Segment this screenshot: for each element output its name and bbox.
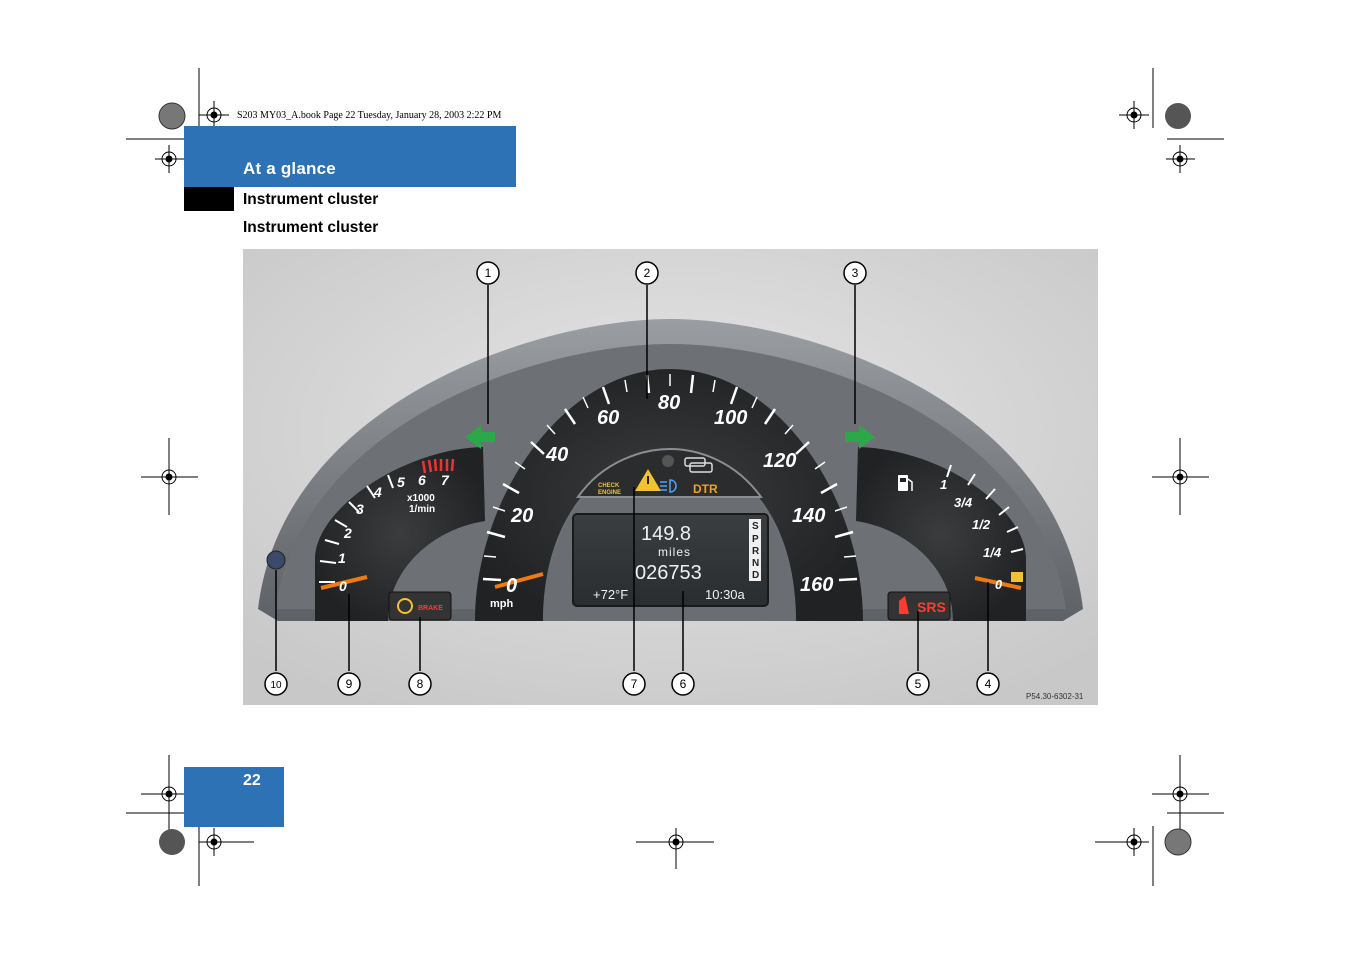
section-subtitle: Instrument cluster (243, 191, 378, 209)
speed-tick-60: 60 (597, 407, 619, 429)
fuel-tick-0: 0 (995, 577, 1003, 592)
callout-8: 8 (417, 677, 424, 691)
fuel-tick-1: 1 (940, 477, 947, 492)
page-heading: Instrument cluster (243, 219, 378, 237)
section-marker (184, 187, 234, 211)
speed-tick-120: 120 (763, 450, 796, 472)
speed-tick-20: 20 (510, 505, 533, 527)
trip-distance: 149.8 (641, 523, 691, 545)
dtr-indicator: DTR (693, 482, 718, 496)
speed-tick-100: 100 (714, 407, 747, 429)
check-engine-line2: ENGINE (598, 490, 621, 496)
outside-temperature: +72°F (593, 587, 628, 602)
fuel-reserve-indicator (1011, 572, 1023, 582)
speed-tick-40: 40 (545, 444, 568, 466)
page-number: 22 (243, 772, 261, 790)
page-number-box (184, 767, 284, 827)
tach-tick-2: 2 (343, 525, 352, 541)
brake-label: BRAKE (418, 605, 443, 612)
gear-p: P (752, 534, 759, 545)
clock: 10:30a (705, 587, 746, 602)
gear-d: D (752, 570, 759, 581)
speed-unit: mph (490, 598, 514, 610)
callout-10: 10 (270, 680, 282, 691)
tach-unit-rpm: 1/min (409, 504, 435, 515)
speed-tick-140: 140 (792, 505, 825, 527)
section-title: At a glance (243, 159, 336, 179)
figure-reference: P54.30-6302-31 (1026, 692, 1084, 701)
gear-n: N (752, 558, 759, 569)
check-engine-line1: CHECK (598, 483, 620, 489)
tach-tick-7: 7 (441, 472, 450, 488)
fuel-tick-1-2: 1/2 (972, 517, 991, 532)
tach-tick-4: 4 (373, 484, 382, 500)
callout-5: 5 (915, 677, 922, 691)
tach-tick-6: 6 (418, 472, 426, 488)
tach-unit-x1000: x1000 (407, 493, 435, 504)
srs-label: SRS (917, 599, 946, 615)
file-info-header: S203 MY03_A.book Page 22 Tuesday, Januar… (237, 110, 501, 121)
fuel-tick-1-4: 1/4 (983, 545, 1002, 560)
callout-7: 7 (631, 677, 638, 691)
speed-tick-80: 80 (658, 392, 680, 414)
speed-tick-160: 160 (800, 574, 833, 596)
callout-3: 3 (852, 266, 859, 280)
gear-s: S (752, 521, 759, 532)
odometer: 026753 (635, 562, 702, 584)
trip-unit: miles (658, 545, 691, 559)
fuel-tick-3-4: 3/4 (954, 495, 973, 510)
speed-tick-0: 0 (506, 575, 517, 597)
callout-1: 1 (485, 266, 492, 280)
tach-tick-0: 0 (339, 578, 347, 594)
callout-4: 4 (985, 677, 992, 691)
gear-r: R (752, 546, 760, 557)
warning-lamp-icon (662, 455, 674, 467)
callout-2: 2 (644, 266, 651, 280)
callout-6: 6 (680, 677, 687, 691)
tach-tick-3: 3 (356, 501, 364, 517)
tach-tick-1: 1 (338, 550, 346, 566)
tach-tick-5: 5 (397, 474, 405, 490)
trip-reset-knob (267, 551, 285, 569)
callout-9: 9 (346, 677, 353, 691)
instrument-cluster-figure: 0 1 2 3 4 5 6 7 x1000 1/min 0 20 40 60 8… (243, 249, 1098, 705)
section-bar (184, 126, 516, 187)
